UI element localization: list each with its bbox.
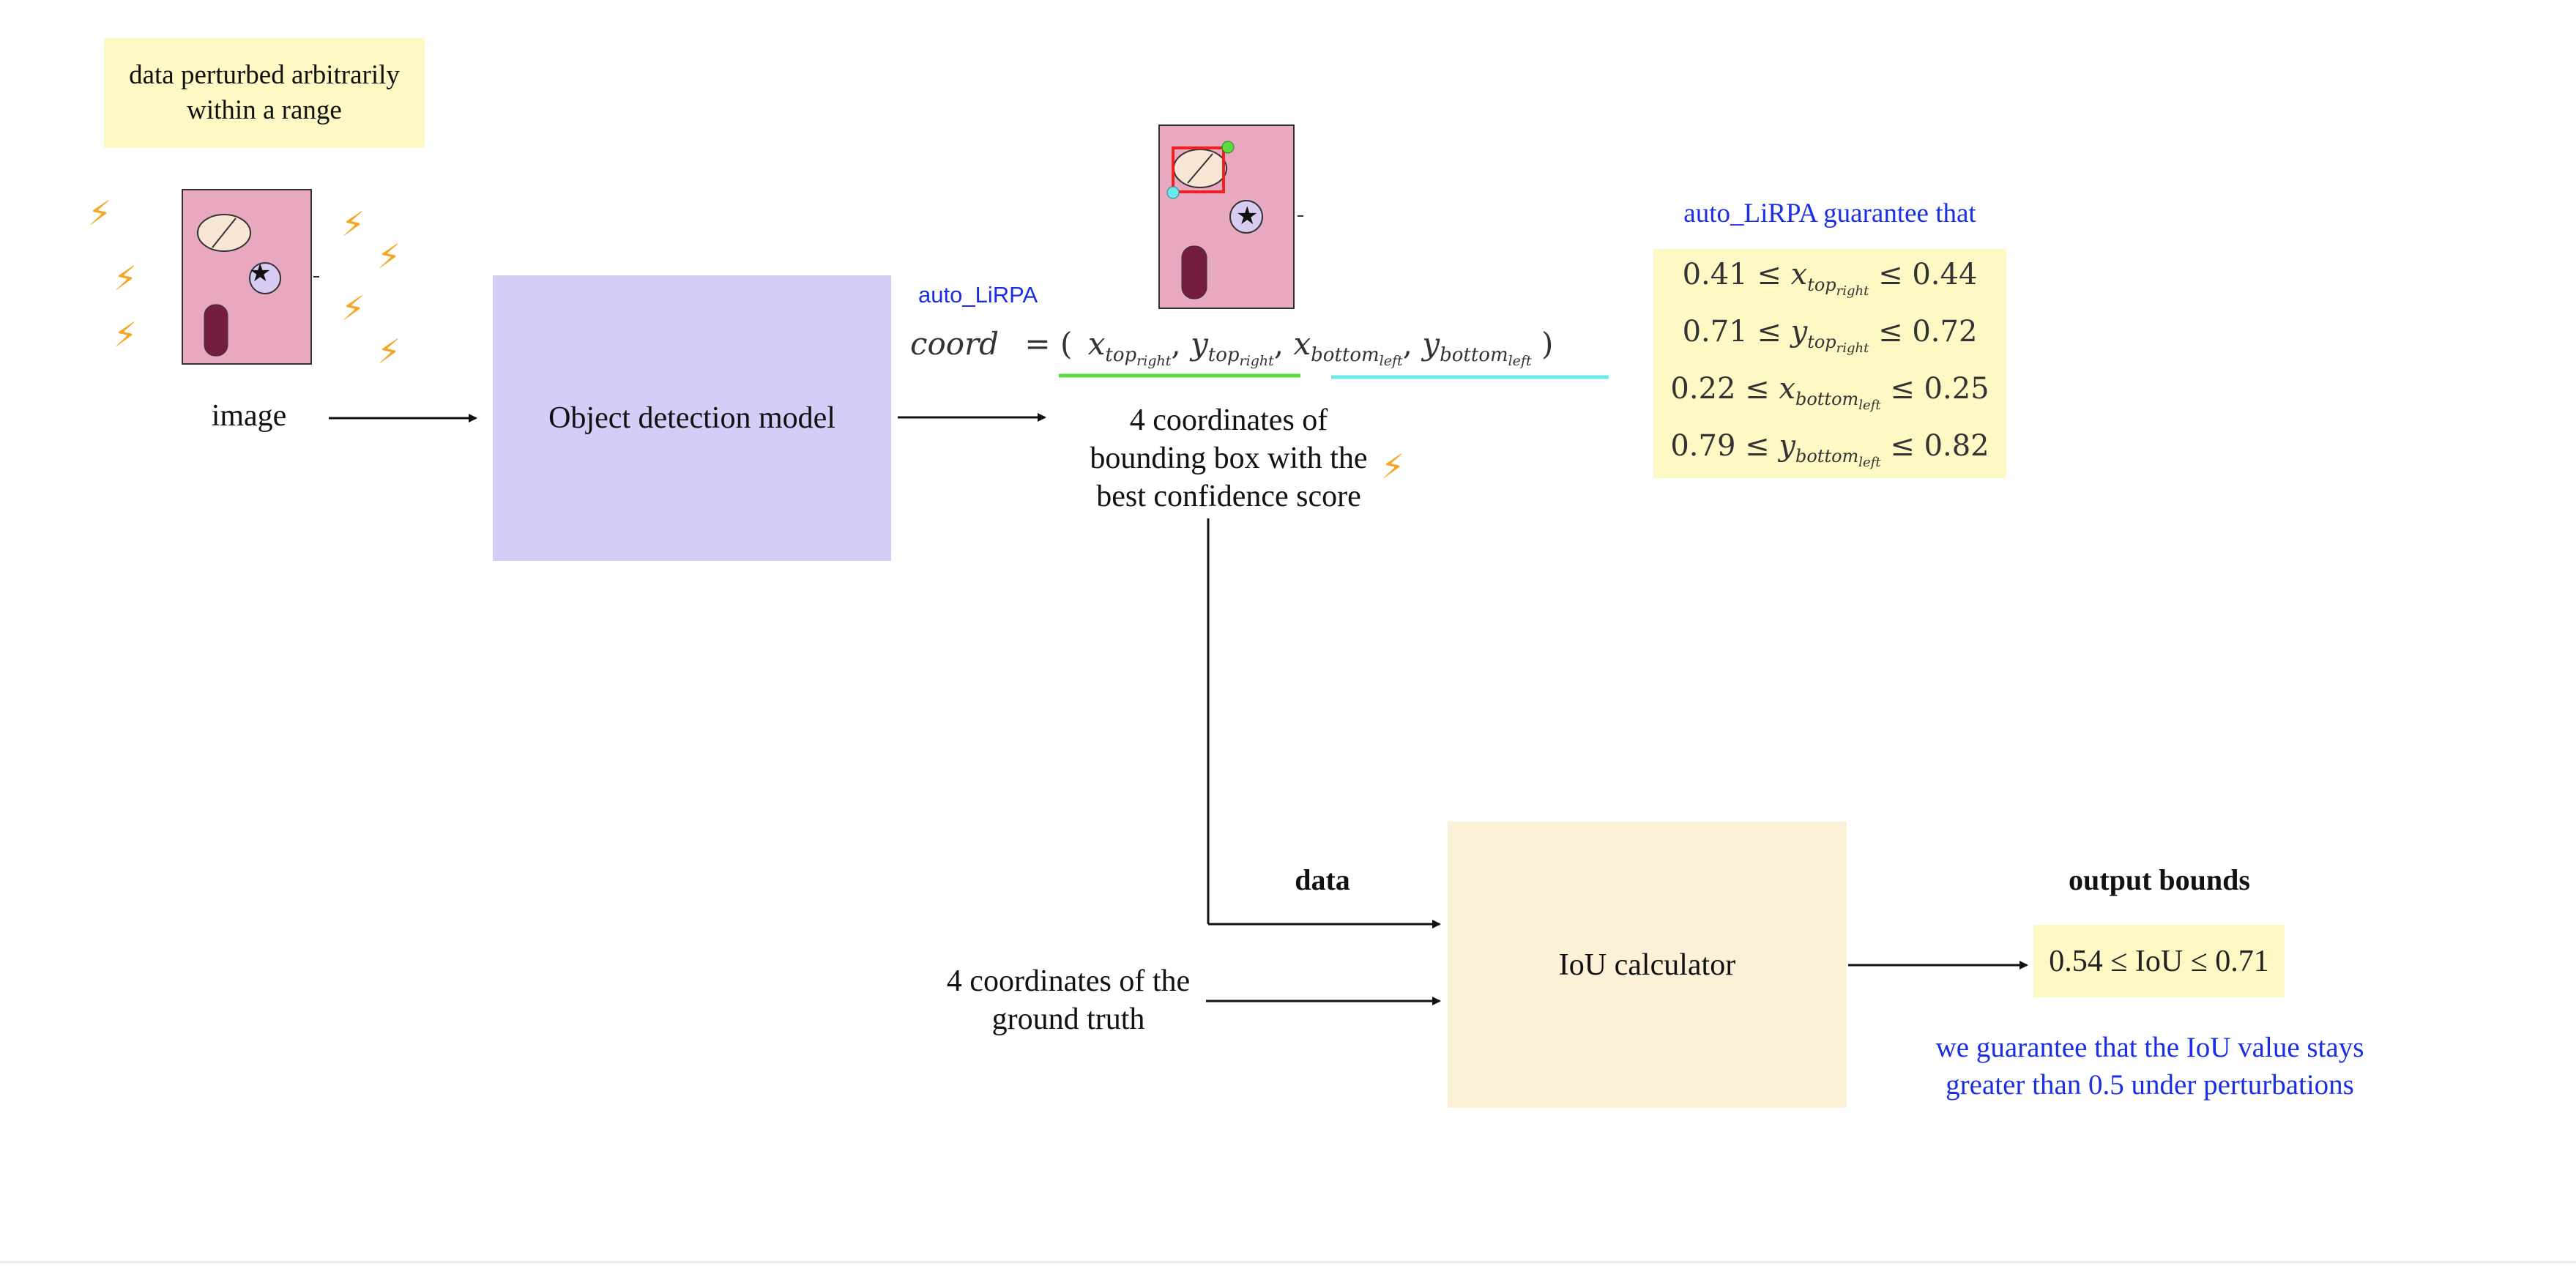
- lightning-bolt-icon: ⚡: [1381, 447, 1405, 486]
- iou-result-box: 0.54 ≤ IoU ≤ 0.71: [2033, 925, 2285, 997]
- coords-caption: 4 coordinates of bounding box with the b…: [1090, 403, 1368, 513]
- bound-y-top-right: 0.71 ≤ ytopright ≤ 0.72: [1682, 315, 1978, 356]
- x-bottom-left: xbottomleft: [1293, 326, 1403, 370]
- bottom-divider: [0, 1261, 2576, 1263]
- output-image: [1158, 124, 1295, 309]
- coord-close: ): [1541, 326, 1554, 362]
- input-image: [182, 189, 312, 365]
- coord-formula: coord = ( xtopright, ytopright, xbottoml…: [910, 326, 1554, 370]
- data-label: data: [1295, 863, 1350, 896]
- object-detection-model-box: Object detection model: [493, 275, 891, 561]
- input-label: image: [211, 399, 287, 433]
- lightning-bolt-icon: ⚡: [113, 258, 138, 298]
- star-icon: ★: [1236, 201, 1259, 231]
- y-bottom-left: ybottomleft: [1422, 326, 1532, 370]
- guarantee-title: auto_LiRPA guarantee that: [1683, 198, 1976, 228]
- ground-truth-label: 4 coordinates of the ground truth: [946, 964, 1191, 1036]
- lightning-bolt-icon: ⚡: [377, 332, 401, 371]
- lightning-bolt-icon: ⚡: [113, 315, 138, 354]
- output-bounds-label: output bounds: [2069, 863, 2250, 896]
- bound-y-bottom-left: 0.79 ≤ ybottomleft ≤ 0.82: [1670, 429, 1989, 470]
- bound-x-top-right: 0.41 ≤ xtopright ≤ 0.44: [1682, 258, 1978, 299]
- coord-eq: = (: [1024, 326, 1073, 362]
- iou-guarantee-note: we guarantee that the IoU value stays gr…: [1935, 1032, 2364, 1101]
- lightning-bolt-icon: ⚡: [341, 204, 365, 244]
- iou-calculator-box: IoU calculator: [1448, 822, 1847, 1108]
- coordinate-bounds-box: 0.41 ≤ xtopright ≤ 0.44 0.71 ≤ ytopright…: [1653, 249, 2006, 478]
- lightning-bolt-icon: ⚡: [341, 289, 365, 328]
- x-top-right: xtopright: [1087, 326, 1172, 370]
- auto-lirpa-label: auto_LiRPA: [918, 282, 1038, 308]
- bound-x-bottom-left: 0.22 ≤ xbottomleft ≤ 0.25: [1670, 372, 1989, 413]
- coord-name: coord: [910, 326, 999, 362]
- lightning-bolt-icon: ⚡: [377, 237, 401, 276]
- y-top-right: ytopright: [1191, 326, 1274, 370]
- lightning-bolt-icon: ⚡: [88, 193, 112, 233]
- star-icon: ★: [249, 258, 272, 288]
- perturbation-note: data perturbed arbitrarily within a rang…: [104, 38, 425, 148]
